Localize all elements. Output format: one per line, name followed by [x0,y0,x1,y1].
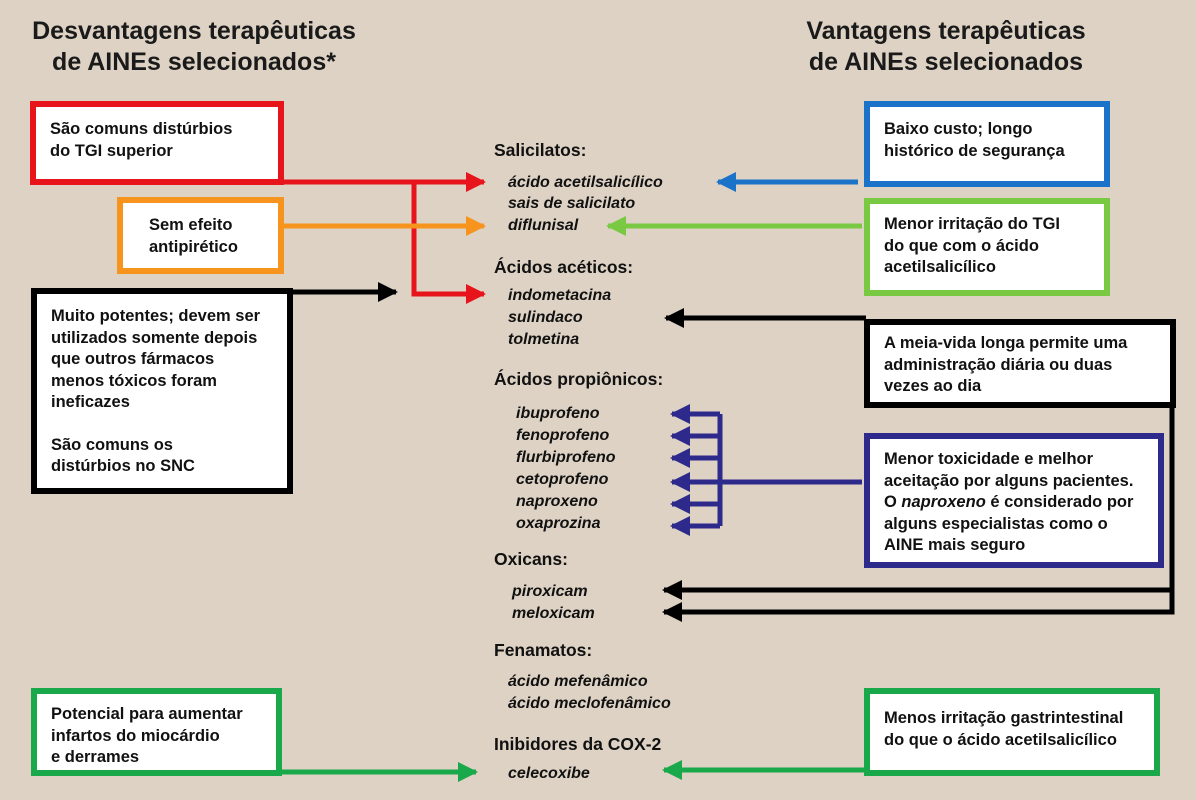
box-text: vezes ao dia [884,377,982,395]
group-title-acetic-acids: Ácidos acéticos: [494,257,634,277]
box-text: que outros fármacos [51,350,215,368]
arrow-black-half-life [662,308,1175,622]
heading-advantages: Vantagens terapêuticas de AINEs selecion… [760,16,1132,78]
drug-item: cetoprofeno [516,471,609,488]
box-text: acetilsalicílico [884,258,996,276]
box-less-gi-irritation: Menor irritação do TGI do que com o ácid… [864,198,1110,296]
drug-item: ibuprofeno [516,405,600,422]
drug-item: diflunisal [508,217,579,234]
box-text: alguns especialistas como o [884,514,1108,533]
drug-item: ácido acetilsalicílico [508,174,663,191]
box-text-prefix: O [884,493,902,511]
group-title-salicylates: Salicilatos: [494,140,587,160]
box-text: aceitação por alguns pacientes. [884,471,1134,490]
box-text: Menos irritação gastrintestinal [884,709,1124,727]
box-long-half-life: A meia-vida longa permite uma administra… [864,319,1176,408]
box-text: ineficazes [51,393,130,411]
box-text: do TGI superior [50,141,173,160]
box-cox2-less-gi: Menos irritação gastrintestinal do que o… [864,688,1160,776]
box-text-italic-naproxen: naproxeno [901,493,986,511]
box-cardio-risk: Potencial para aumentar infartos do mioc… [31,688,282,776]
box-text: Sem efeito [149,216,233,234]
box-spacer [51,414,273,435]
drug-item: celecoxibe [508,765,590,782]
box-text: infartos do miocárdio [51,726,220,745]
drug-item: naproxeno [516,493,598,510]
box-text: do que o ácido acetilsalicílico [884,730,1117,749]
box-text: histórico de segurança [884,141,1065,160]
drug-item: ácido mefenâmico [508,673,648,690]
box-text-suffix: é considerado por [985,493,1134,511]
drug-item: oxaprozina [516,515,601,532]
heading-disadvantages: Desvantagens terapêuticas de AINEs selec… [8,16,380,78]
heading-disadvantages-line-1: Desvantagens terapêuticas [32,17,356,45]
box-text: Potencial para aumentar [51,705,243,723]
box-text: menos tóxicos foram [51,371,217,390]
box-text: e derrames [51,748,140,766]
box-text: Baixo custo; longo [884,120,1033,138]
box-upper-gi-disorders: São comuns distúrbios do TGI superior [30,101,284,185]
box-text-mixed: O naproxeno é considerado por [884,492,1144,514]
box-text: distúrbios no SNC [51,457,195,475]
box-text: AINE mais seguro [884,536,1026,554]
box-lower-toxicity: Menor toxicidade e melhor aceitação por … [864,433,1164,568]
box-text: São comuns distúrbios [50,120,233,138]
box-text: A meia-vida longa permite uma [884,334,1128,352]
group-title-oxicams: Oxicans: [494,549,568,569]
drug-item: flurbiprofeno [516,449,616,466]
drug-item: sais de salicilato [508,195,636,212]
drug-item: fenoprofeno [516,427,610,444]
box-text: São comuns os [51,435,173,454]
group-title-cox2-inhibitors: Inibidores da COX-2 [494,734,662,754]
heading-advantages-line-2: de AINEs selecionados [808,48,1084,76]
heading-disadvantages-line-2: de AINEs selecionados* [52,48,336,76]
drug-item: piroxicam [512,583,588,600]
drug-item: ácido meclofenâmico [508,695,671,712]
arrow-purple-toxicity [670,404,862,536]
heading-advantages-line-1: Vantagens terapêuticas [806,17,1086,45]
box-no-antipyretic: Sem efeito antipirético [117,197,284,274]
box-potent-cns: Muito potentes; devem ser utilizados som… [31,288,293,494]
box-text: administração diária ou duas [884,355,1113,374]
arrow-red-tgi [282,172,486,304]
box-text: Muito potentes; devem ser [51,307,261,325]
group-title-propionic-acids: Ácidos propiônicos: [494,369,664,389]
drug-item: meloxicam [512,605,595,622]
box-text: utilizados somente depois [51,328,258,347]
box-text: antipirético [149,237,238,256]
drug-item: sulindaco [508,309,583,326]
group-title-fenamates: Fenamatos: [494,640,593,660]
drug-item: tolmetina [508,331,580,348]
box-text: Menor irritação do TGI [884,215,1061,233]
box-low-cost: Baixo custo; longo histórico de seguranç… [864,101,1110,187]
box-text: do que com o ácido [884,236,1039,255]
box-text: Menor toxicidade e melhor [884,450,1094,468]
drug-item: indometacina [508,287,612,304]
